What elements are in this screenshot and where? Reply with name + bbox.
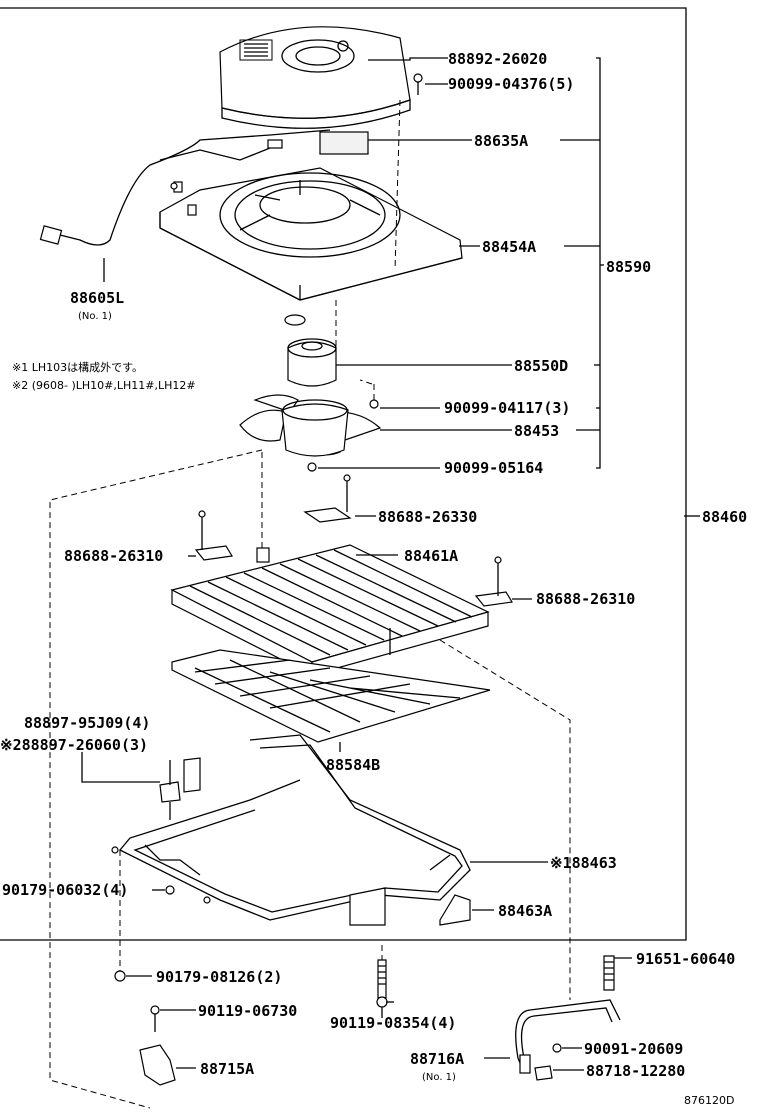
grille-panel-part <box>171 649 491 743</box>
label-88550D: 88550D <box>514 357 568 375</box>
fan-motor-part <box>284 300 337 387</box>
label-88454A: 88454A <box>482 238 536 256</box>
label-90179-06032: 90179-06032(4) <box>2 881 128 899</box>
label-88715A: 88715A <box>200 1060 254 1078</box>
label-88590: 88590 <box>606 258 651 276</box>
bottom-fasteners <box>114 955 615 1081</box>
diagram-code: 876120D <box>684 1094 734 1107</box>
label-88897-95J09: 88897-95J09(4) <box>24 714 150 732</box>
label-90091-20609: 90091-20609 <box>584 1040 683 1058</box>
label-88463A: 88463A <box>498 902 552 920</box>
label-88716A: 88716A <box>410 1050 464 1068</box>
label-90099-04376: 90099-04376(5) <box>448 75 574 93</box>
fan-cover-part <box>219 26 411 129</box>
clip-88715A-part <box>139 1044 176 1086</box>
drain-hose-88716A-part <box>515 999 621 1074</box>
wire-harness-part <box>39 129 369 282</box>
label-88461A: 88461A <box>404 547 458 565</box>
label-88605L-sub: (No. 1) <box>78 311 112 322</box>
label-88605L: 88605L <box>70 289 124 307</box>
label-88460: 88460 <box>702 508 747 526</box>
label-91651-60640: 91651-60640 <box>636 950 735 968</box>
leader-lines <box>81 57 700 1071</box>
label-90099-05164: 90099-05164 <box>444 459 543 477</box>
label-90119-08354: 90119-08354(4) <box>330 1014 456 1032</box>
assembly-lines <box>49 99 571 1109</box>
label-88584B: 88584B <box>326 756 380 774</box>
screws-part <box>170 73 423 472</box>
label-88688-26310-right: 88688-26310 <box>536 590 635 608</box>
label-88688-26330: 88688-26330 <box>378 508 477 526</box>
bracket-parts <box>194 474 513 607</box>
fan-blade-part <box>239 394 382 457</box>
mounting-frame-part <box>111 734 471 926</box>
label-88897-26060: ※288897-26060(3) <box>0 736 148 754</box>
label-88892-26020: 88892-26020 <box>448 50 547 68</box>
label-88453: 88453 <box>514 422 559 440</box>
air-filter-part <box>170 544 490 676</box>
label-88688-26310-left: 88688-26310 <box>64 547 163 565</box>
label-90099-04117: 90099-04117(3) <box>444 399 570 417</box>
note-1: ※1 LH103は構成外です。 <box>12 361 143 374</box>
label-88635A: 88635A <box>474 132 528 150</box>
label-90119-06730: 90119-06730 <box>198 1002 297 1020</box>
fan-shroud-part <box>159 167 463 301</box>
assembly-frame <box>0 7 687 941</box>
label-188463: ※188463 <box>550 854 617 872</box>
note-2: ※2 (9608- )LH10#,LH11#,LH12# <box>12 379 196 392</box>
bracket-88463A-part <box>439 894 471 926</box>
label-88716A-sub: (No. 1) <box>422 1072 456 1083</box>
label-90179-08126: 90179-08126(2) <box>156 968 282 986</box>
label-88718-12280: 88718-12280 <box>586 1062 685 1080</box>
